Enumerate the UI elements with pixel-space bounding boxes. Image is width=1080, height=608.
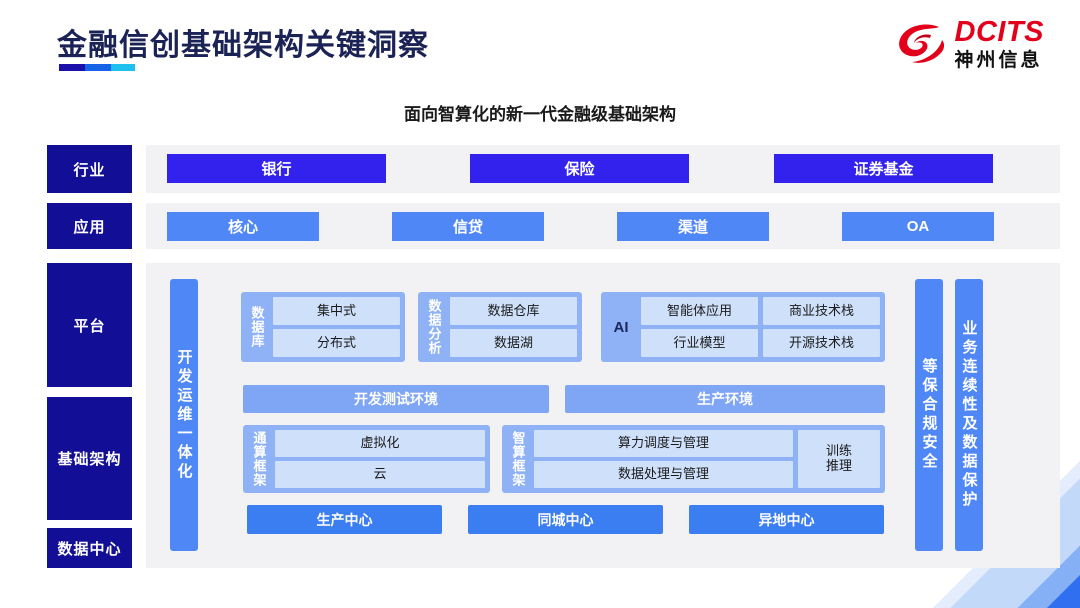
tile-industry-model[interactable]: 行业模型 xyxy=(641,329,758,357)
tile-data-processing[interactable]: 数据处理与管理 xyxy=(534,461,793,488)
application-item-channel[interactable]: 渠道 xyxy=(617,212,769,241)
underline-segment-cyan xyxy=(111,64,135,71)
page-title: 金融信创基础架构关键洞察 xyxy=(57,29,429,62)
datacenter-item-metro[interactable]: 同城中心 xyxy=(468,505,663,534)
compliance-vertical-bar[interactable]: 等保合规安全 xyxy=(915,279,943,551)
module-intelligent-compute-tiles: 算力调度与管理 数据处理与管理 xyxy=(534,430,793,488)
module-ai[interactable]: AI 智能体应用 商业技术栈 行业模型 开源技术栈 xyxy=(601,292,885,362)
module-general-compute-label-strip: 通算框架 xyxy=(248,430,270,488)
devops-vertical-bar[interactable]: 开发运维一体化 xyxy=(170,279,198,551)
compliance-bar-label: 等保合规安全 xyxy=(920,358,938,472)
module-ai-tiles: 智能体应用 商业技术栈 行业模型 开源技术栈 xyxy=(641,297,880,357)
module-intelligent-compute-label: 智算框架 xyxy=(510,431,526,487)
tile-commercial-tech-stack[interactable]: 商业技术栈 xyxy=(763,297,880,325)
underline-segment-navy xyxy=(59,64,85,71)
env-production[interactable]: 生产环境 xyxy=(565,385,885,413)
continuity-bar-label: 业务连续性及数据保护 xyxy=(960,320,978,510)
industry-item-insurance[interactable]: 保险 xyxy=(470,154,689,183)
module-data-analysis-tiles: 数据仓库 数据湖 xyxy=(450,297,577,357)
devops-bar-label: 开发运维一体化 xyxy=(175,348,193,482)
datacenter-item-remote[interactable]: 异地中心 xyxy=(689,505,884,534)
tile-agent-application[interactable]: 智能体应用 xyxy=(641,297,758,325)
module-data-analysis-label: 数据分析 xyxy=(426,299,442,355)
logo-text-cn: 神州信息 xyxy=(954,50,1043,71)
tile-distributed[interactable]: 分布式 xyxy=(273,329,400,357)
industry-item-securities-fund[interactable]: 证券基金 xyxy=(774,154,993,183)
module-ai-label: AI xyxy=(613,318,629,336)
tile-data-warehouse[interactable]: 数据仓库 xyxy=(450,297,577,325)
module-intelligent-compute[interactable]: 智算框架 算力调度与管理 数据处理与管理 训练 推理 xyxy=(502,425,885,493)
module-intelligent-compute-label-strip: 智算框架 xyxy=(507,430,529,488)
layer-label-infrastructure: 基础架构 xyxy=(47,397,132,520)
underline-segment-blue xyxy=(85,64,111,71)
dcits-logo: DCITS 神州信息 xyxy=(895,18,1045,70)
datacenter-item-production[interactable]: 生产中心 xyxy=(247,505,442,534)
layer-label-datacenter: 数据中心 xyxy=(47,528,132,568)
module-data-analysis[interactable]: 数据分析 数据仓库 数据湖 xyxy=(418,292,582,362)
module-database[interactable]: 数据库 集中式 分布式 xyxy=(241,292,405,362)
application-item-core[interactable]: 核心 xyxy=(167,212,319,241)
industry-item-bank[interactable]: 银行 xyxy=(167,154,386,183)
dcits-swirl-icon xyxy=(898,24,944,63)
logo-text-en: DCITS xyxy=(954,16,1044,48)
module-intelligent-compute-side: 训练 推理 xyxy=(798,430,880,488)
module-database-label: 数据库 xyxy=(249,306,265,348)
tile-cloud[interactable]: 云 xyxy=(275,461,485,488)
tile-opensource-tech-stack[interactable]: 开源技术栈 xyxy=(763,329,880,357)
layer-label-industry: 行业 xyxy=(47,145,132,193)
tile-centralized[interactable]: 集中式 xyxy=(273,297,400,325)
module-general-compute-tiles: 虚拟化 云 xyxy=(275,430,485,488)
module-general-compute-label: 通算框架 xyxy=(251,431,267,487)
tile-virtualization[interactable]: 虚拟化 xyxy=(275,430,485,457)
module-database-tiles: 集中式 分布式 xyxy=(273,297,400,357)
tile-train-inference[interactable]: 训练 推理 xyxy=(798,430,880,488)
module-ai-label-strip: AI xyxy=(606,297,636,357)
module-general-compute[interactable]: 通算框架 虚拟化 云 xyxy=(243,425,490,493)
application-item-credit[interactable]: 信贷 xyxy=(392,212,544,241)
module-data-analysis-label-strip: 数据分析 xyxy=(423,297,445,357)
page-header: 金融信创基础架构关键洞察 DCITS 神州信息 xyxy=(0,0,1080,92)
title-underline xyxy=(59,64,135,71)
layer-label-platform: 平台 xyxy=(47,263,132,387)
application-item-oa[interactable]: OA xyxy=(842,212,994,241)
tile-compute-scheduling[interactable]: 算力调度与管理 xyxy=(534,430,793,457)
layer-label-application: 应用 xyxy=(47,203,132,249)
continuity-vertical-bar[interactable]: 业务连续性及数据保护 xyxy=(955,279,983,551)
diagram-subtitle: 面向智算化的新一代金融级基础架构 xyxy=(404,105,676,124)
tile-data-lake[interactable]: 数据湖 xyxy=(450,329,577,357)
module-database-label-strip: 数据库 xyxy=(246,297,268,357)
env-dev-test[interactable]: 开发测试环境 xyxy=(243,385,549,413)
